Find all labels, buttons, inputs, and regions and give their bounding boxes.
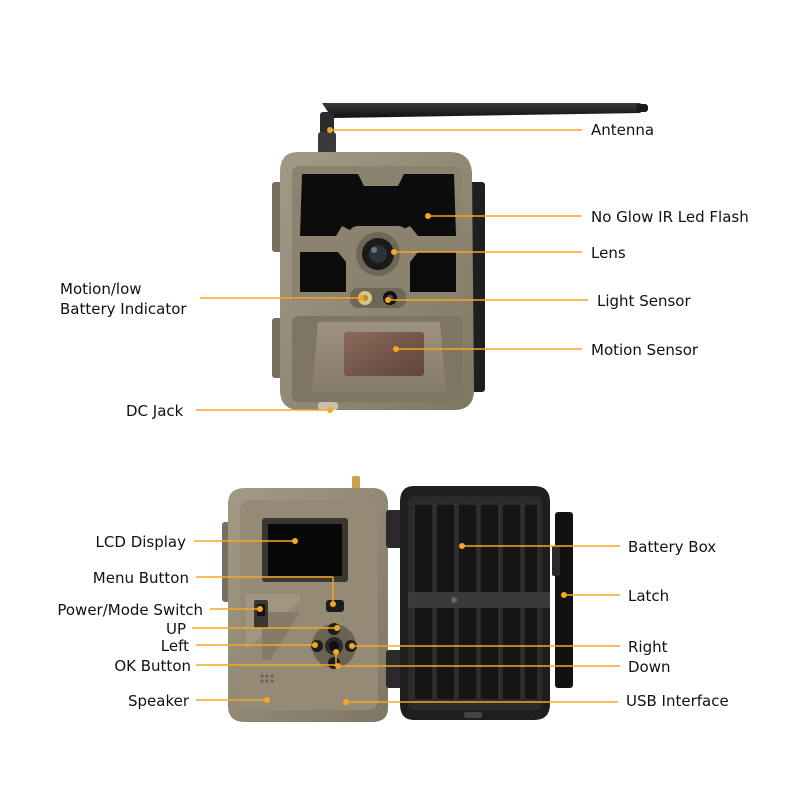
battery-box-label: Battery Box bbox=[628, 538, 717, 556]
power-mode-switch-label: Power/Mode Switch bbox=[57, 601, 203, 619]
callout-dot bbox=[425, 213, 431, 219]
callout-dot bbox=[391, 249, 397, 255]
callout-dot bbox=[312, 642, 318, 648]
down-label: Down bbox=[628, 658, 671, 676]
callout-dot bbox=[264, 697, 270, 703]
motion-sensor-label: Motion Sensor bbox=[591, 341, 699, 359]
callout-dot bbox=[393, 346, 399, 352]
left-label: Left bbox=[160, 637, 189, 655]
callout-dot bbox=[327, 407, 333, 413]
callout-dot bbox=[292, 538, 298, 544]
lens-label: Lens bbox=[591, 244, 626, 262]
menu-button-label: Menu Button bbox=[92, 569, 189, 587]
callout-dot bbox=[561, 592, 567, 598]
ir-led-panels bbox=[300, 174, 456, 292]
ok-button-label: OK Button bbox=[114, 657, 191, 675]
callout-dot bbox=[333, 649, 339, 655]
callout-dot bbox=[349, 643, 355, 649]
usb-interface-label: USB Interface bbox=[626, 692, 729, 710]
callout-dot bbox=[334, 625, 340, 631]
callout-dot bbox=[385, 297, 391, 303]
ir-flash-label: No Glow IR Led Flash bbox=[591, 208, 749, 226]
speaker-label: Speaker bbox=[127, 692, 189, 710]
antenna-label: Antenna bbox=[591, 121, 655, 139]
callout-dot bbox=[343, 699, 349, 705]
callout-dot bbox=[459, 543, 465, 549]
open-camera bbox=[222, 476, 573, 722]
callout-dot bbox=[358, 295, 364, 301]
dc-jack-label: DC Jack bbox=[126, 402, 184, 420]
light-sensor-label: Light Sensor bbox=[597, 292, 691, 310]
motion-indicator-label-line2: Battery Indicator bbox=[60, 300, 187, 318]
callout-dot bbox=[330, 601, 336, 607]
up-label: UP bbox=[165, 620, 186, 638]
callout-lines bbox=[192, 127, 620, 705]
motion-indicator-label-line1: Motion/low bbox=[60, 280, 142, 298]
right-label: Right bbox=[628, 638, 668, 656]
latch-label: Latch bbox=[628, 587, 670, 605]
callout-dot bbox=[335, 663, 341, 669]
callout-dot bbox=[327, 127, 333, 133]
front-camera bbox=[272, 103, 648, 410]
callout-dot bbox=[257, 606, 263, 612]
lcd-display-label: LCD Display bbox=[95, 533, 186, 551]
